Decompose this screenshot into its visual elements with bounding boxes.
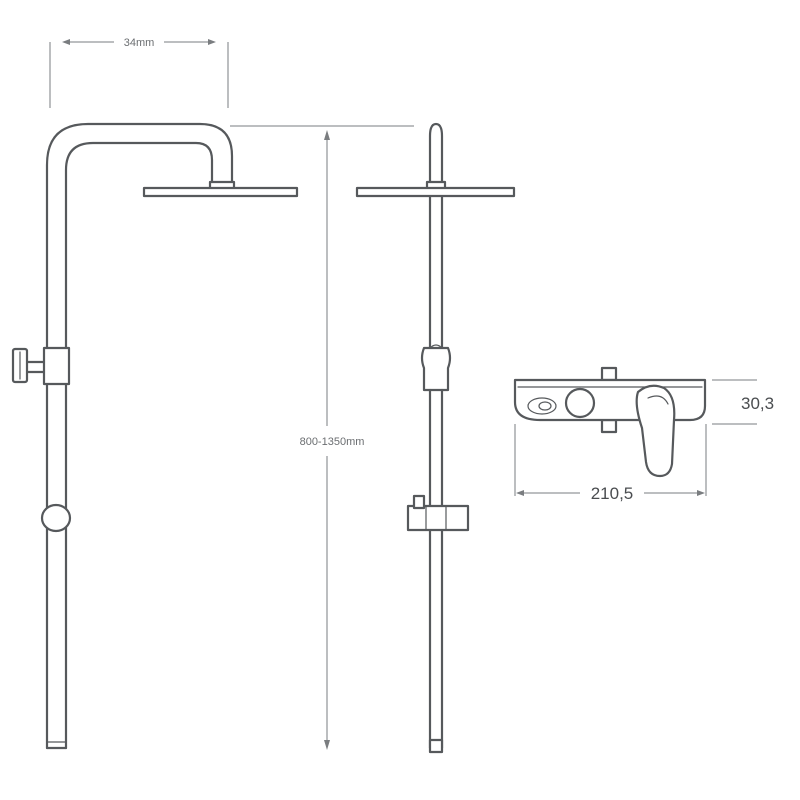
side-diverter [420, 344, 452, 392]
riser-pipe-outer [45, 122, 234, 350]
thermostatic-mixer [513, 366, 707, 478]
slider-knob [40, 503, 72, 533]
height-dimension: 800-1350mm [230, 125, 414, 750]
rain-shower-head [142, 180, 299, 198]
mixer-height-dimension: 30,3 [712, 379, 774, 425]
mixer-width-label: 210,5 [591, 484, 634, 503]
mixer-lever [635, 384, 676, 478]
diverter-valve [11, 346, 71, 386]
mixer-width-dimension: 210,5 [514, 424, 707, 503]
top-width-label: 34mm [124, 37, 155, 49]
hand-shower-holder [406, 494, 470, 532]
mixer-height-label: 30,3 [741, 394, 774, 413]
top-width-dimension: 34mm [49, 37, 229, 108]
side-view-shower-column [355, 122, 516, 754]
height-range-label: 800-1350mm [300, 436, 365, 448]
front-view-shower-column [11, 122, 299, 750]
riser-pipe-inner [64, 141, 214, 350]
side-rain-shower-head [355, 180, 516, 198]
